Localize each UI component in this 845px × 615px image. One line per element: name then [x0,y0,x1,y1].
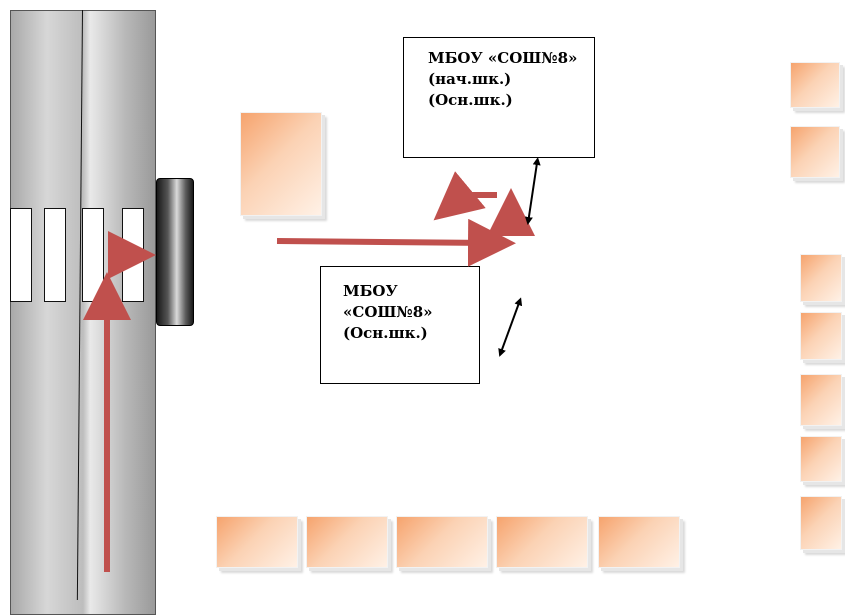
building-block [396,516,488,568]
building-block [800,436,842,482]
building-block [790,126,840,178]
building-block [240,112,322,216]
building-block [598,516,680,568]
school-label-secondary-line3: (Осн.шк.) [343,324,428,342]
school-label-primary: МБОУ «СОШ№8» (нач.шк.) (Осн.шк.) [403,37,595,158]
route-arrow-left-small [433,171,497,221]
school-label-primary-line2: (нач.шк.) [428,70,512,88]
gate [156,178,194,326]
school-label-secondary-line1: МБОУ [343,282,398,300]
connector-double-arrow [498,297,523,357]
crosswalk-stripe [10,208,32,302]
building-block [800,374,842,426]
school-label-primary-line1: МБОУ «СОШ№8» [428,49,578,67]
crosswalk-stripe [44,208,66,302]
building-block [800,254,842,302]
school-label-secondary-line2: «СОШ№8» [343,303,433,321]
building-block [216,516,298,568]
route-arrow-right-long [276,218,516,267]
building-block [790,62,840,108]
building-block [800,312,842,360]
building-block [800,496,842,550]
school-label-secondary: МБОУ «СОШ№8» (Осн.шк.) [320,266,480,384]
building-block [496,516,588,568]
school-label-primary-line3: (Осн.шк.) [428,91,513,109]
building-block [306,516,388,568]
connector-double-arrow [524,157,541,225]
